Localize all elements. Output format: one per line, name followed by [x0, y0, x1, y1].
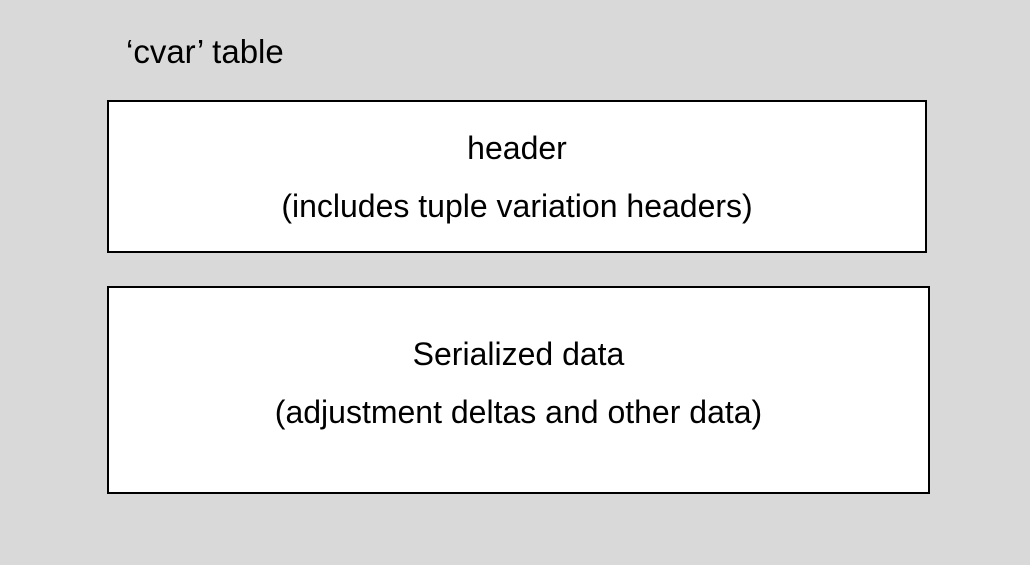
header-box: header (includes tuple variation headers…	[107, 100, 927, 253]
diagram-title: ‘cvar’ table	[126, 33, 284, 70]
header-box-line-1: header	[467, 129, 567, 166]
header-box-line-2: (includes tuple variation headers)	[281, 187, 753, 224]
serialized-data-box-line-2: (adjustment deltas and other data)	[274, 394, 763, 430]
serialized-data-box: Serialized data (adjustment deltas and o…	[107, 286, 930, 494]
serialized-data-box-line-1: Serialized data	[412, 336, 625, 372]
